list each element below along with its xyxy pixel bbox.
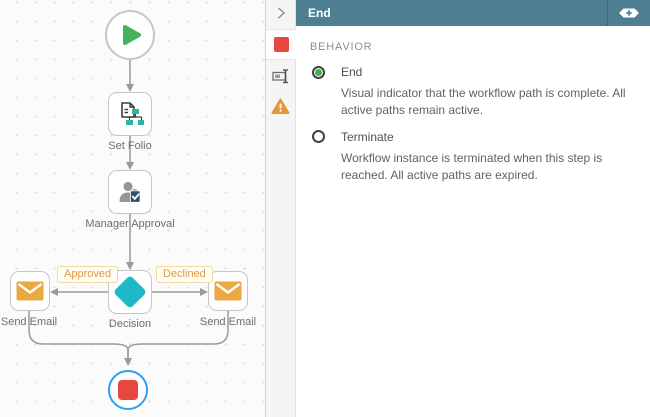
outcome-badge-declined[interactable]: Declined xyxy=(156,266,213,283)
node-label: Send Email xyxy=(199,316,257,328)
outcome-badge-approved[interactable]: Approved xyxy=(57,266,119,283)
radio-terminate[interactable]: Terminate xyxy=(310,130,634,144)
manager-approval-node[interactable] xyxy=(108,170,152,214)
section-title-behavior: BEHAVIOR xyxy=(310,41,373,53)
node-label: Decision xyxy=(108,318,152,330)
panel-title: End xyxy=(308,6,331,20)
radio-button-icon xyxy=(312,130,325,144)
option-description: Workflow instance is terminated when thi… xyxy=(341,150,603,183)
radio-end[interactable]: End xyxy=(310,65,634,79)
radio-label: Terminate xyxy=(341,129,394,144)
panel-header: End xyxy=(296,0,650,26)
start-node[interactable] xyxy=(105,10,155,60)
node-label: Manager Approval xyxy=(85,218,175,230)
email-icon xyxy=(214,281,242,301)
decision-diamond-icon xyxy=(113,275,147,309)
end-step-icon xyxy=(273,37,289,52)
workflow-connectors xyxy=(28,60,229,366)
workflow-canvas[interactable]: Set Folio Manager Approval Decision xyxy=(0,0,266,417)
panel-body: BEHAVIOR End Visual indicator that the w… xyxy=(296,26,650,195)
user-task-icon xyxy=(117,179,144,206)
behavior-option-end: End Visual indicator that the workflow p… xyxy=(310,65,634,120)
collapse-panel-button[interactable] xyxy=(266,0,295,26)
node-label: Send Email xyxy=(0,316,58,328)
radio-button-icon xyxy=(312,65,325,79)
tab-end-step[interactable] xyxy=(266,29,296,60)
properties-icon-strip xyxy=(266,0,296,417)
properties-panel: End BEHAVIOR End xyxy=(296,0,650,417)
chevron-right-icon xyxy=(276,6,286,20)
tab-warnings[interactable] xyxy=(266,91,295,122)
play-icon xyxy=(117,22,143,48)
set-folio-icon xyxy=(117,101,144,128)
radio-label: End xyxy=(341,65,363,79)
rename-field-icon xyxy=(271,67,290,85)
send-email-left-node[interactable] xyxy=(10,271,50,311)
behavior-option-terminate: Terminate Workflow instance is terminate… xyxy=(310,130,634,185)
node-label: Set Folio xyxy=(108,140,152,152)
end-node[interactable] xyxy=(108,370,148,410)
header-divider xyxy=(607,0,608,26)
warning-icon xyxy=(271,98,290,115)
tab-rename[interactable] xyxy=(266,60,295,91)
expand-pill-icon xyxy=(617,6,641,20)
option-description: Visual indicator that the workflow path … xyxy=(341,86,626,118)
email-icon xyxy=(16,281,44,301)
set-folio-node[interactable] xyxy=(108,92,152,136)
end-square-icon xyxy=(118,380,138,400)
expand-editor-button[interactable] xyxy=(608,0,650,26)
send-email-right-node[interactable] xyxy=(208,271,248,311)
